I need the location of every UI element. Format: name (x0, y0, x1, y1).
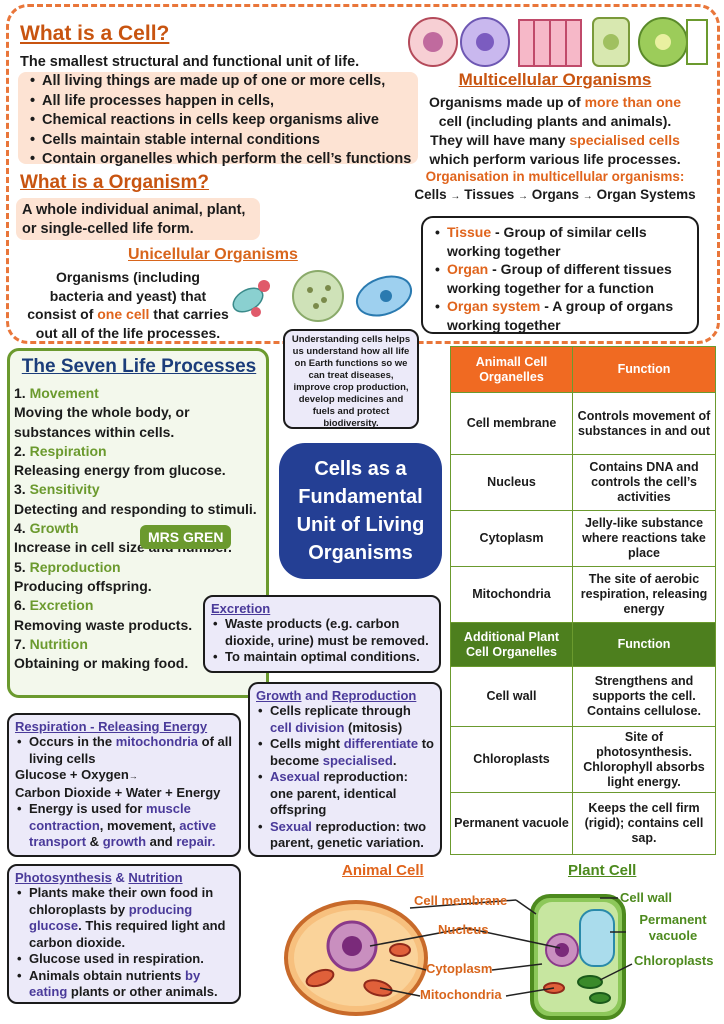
organisation-chain: Cells → Tissues → Organs → Organ Systems (414, 187, 696, 202)
list-item: Energy is used for muscle contraction, m… (15, 801, 233, 851)
list-item: Tissue - Group of similar cells working … (433, 223, 691, 260)
list-item: To maintain optimal conditions. (211, 649, 433, 666)
label-mitochondria: Mitochondria (420, 987, 502, 1002)
table-header: Animall Cell Organelles (450, 346, 573, 393)
multicellular-title: Multicellular Organisms (458, 70, 652, 89)
table-cell: Controls movement of substances in and o… (572, 392, 716, 455)
list-item: Asexual reproduction: one parent, identi… (256, 769, 434, 819)
list-item: Cells maintain stable internal condition… (28, 131, 423, 151)
photosynthesis-box: Photosynthesis & Nutrition Plants make t… (7, 864, 241, 1004)
growth-reproduction-box: Growth and Reproduction Cells replicate … (248, 682, 442, 857)
list-item: Occurs in the mitochondria of all living… (15, 734, 233, 767)
list-item: Contain organelles which perform the cel… (28, 150, 423, 170)
table-header: Additional Plant Cell Organelles (450, 622, 573, 667)
multicellular-text: Organisms made up of more than one cell … (428, 94, 682, 167)
label-cell-membrane: Cell membrane (414, 893, 508, 908)
animal-organelles-table: Animall Cell Organelles Function Cell me… (450, 346, 716, 623)
table-cell: Cell wall (450, 666, 573, 727)
what-is-cell-title: What is a Cell? (20, 22, 170, 45)
label-nucleus: Nucleus (438, 922, 489, 937)
list-item: Cells replicate through cell division (m… (256, 703, 434, 736)
label-cell-wall: Cell wall (620, 890, 673, 905)
mrs-gren-badge: MRS GREN (140, 525, 232, 549)
list-item: Plants make their own food in chloroplas… (15, 885, 233, 951)
plant-cell-title: Plant Cell (568, 862, 637, 879)
understanding-note: Understanding cells helps us understand … (283, 329, 419, 429)
plant-organelles-table: Additional Plant Cell Organelles Functio… (450, 622, 716, 855)
label-cytoplasm: Cytoplasm (426, 961, 493, 976)
table-cell: Permanent vacuole (450, 792, 573, 855)
list-item: All living things are made up of one or … (28, 72, 423, 92)
list-item: Cells might differentiate to become spec… (256, 736, 434, 769)
table-cell: Nucleus (450, 454, 573, 511)
table-header: Function (572, 622, 716, 667)
table-cell: Keeps the cell firm (rigid); contains ce… (572, 792, 716, 855)
table-cell: Jelly-like substance where reactions tak… (572, 510, 716, 567)
organism-highlight (16, 198, 260, 240)
organisation-definitions: Tissue - Group of similar cells working … (421, 216, 699, 334)
table-header: Function (572, 346, 716, 393)
table-cell: Strengthens and supports the cell. Conta… (572, 666, 716, 727)
unicellular-text: Organisms (including bacteria and yeast)… (27, 269, 229, 341)
list-item: Organ system - A group of organs working… (433, 297, 691, 334)
page-title: Cells as a Fundamental Unit of Living Or… (279, 443, 442, 579)
table-cell: Cytoplasm (450, 510, 573, 567)
cell-diagram (284, 894, 633, 1020)
cell-points-list: All living things are made up of one or … (28, 72, 423, 170)
life-processes-list: 1. Movement Moving the whole body, or su… (14, 385, 257, 672)
unicellular-title: Unicellular Organisms (128, 246, 298, 263)
table-cell: Cell membrane (450, 392, 573, 455)
cell-types-illustration (408, 17, 708, 67)
list-item: Organ - Group of different tissues worki… (433, 260, 691, 297)
table-cell: The site of aerobic respiration, releasi… (572, 566, 716, 623)
table-cell: Mitochondria (450, 566, 573, 623)
life-processes-title: The Seven Life Processes (21, 356, 257, 377)
animal-cell-title: Animal Cell (342, 862, 424, 879)
label-permanent-vacuole: Permanent vacuole (639, 912, 707, 943)
list-item: Sexual reproduction: two parent, genetic… (256, 819, 434, 852)
list-item: All life processes happen in cells, (28, 92, 423, 112)
table-cell: Contains DNA and controls the cell’s act… (572, 454, 716, 511)
what-is-organism-title: What is a Organism? (20, 172, 209, 193)
organism-definition: A whole individual animal, plant, or sin… (22, 202, 246, 237)
organisation-title: Organisation in multicellular organisms: (425, 169, 685, 184)
list-item: Animals obtain nutrients by eating plant… (15, 968, 233, 1001)
list-item: Glucose used in respiration. (15, 951, 233, 968)
label-chloroplasts: Chloroplasts (634, 953, 714, 968)
list-item: Waste products (e.g. carbon dioxide, uri… (211, 616, 433, 649)
excretion-box: Excretion Waste products (e.g. carbon di… (203, 595, 441, 673)
cell-definition: The smallest structural and functional u… (20, 54, 360, 70)
table-cell: Site of photosynthesis. Chlorophyll abso… (572, 726, 716, 793)
unicellular-illustration (232, 270, 413, 322)
respiration-box: Respiration - Releasing Energy Occurs in… (7, 713, 241, 857)
table-cell: Chloroplasts (450, 726, 573, 793)
list-item: Chemical reactions in cells keep organis… (28, 111, 423, 131)
